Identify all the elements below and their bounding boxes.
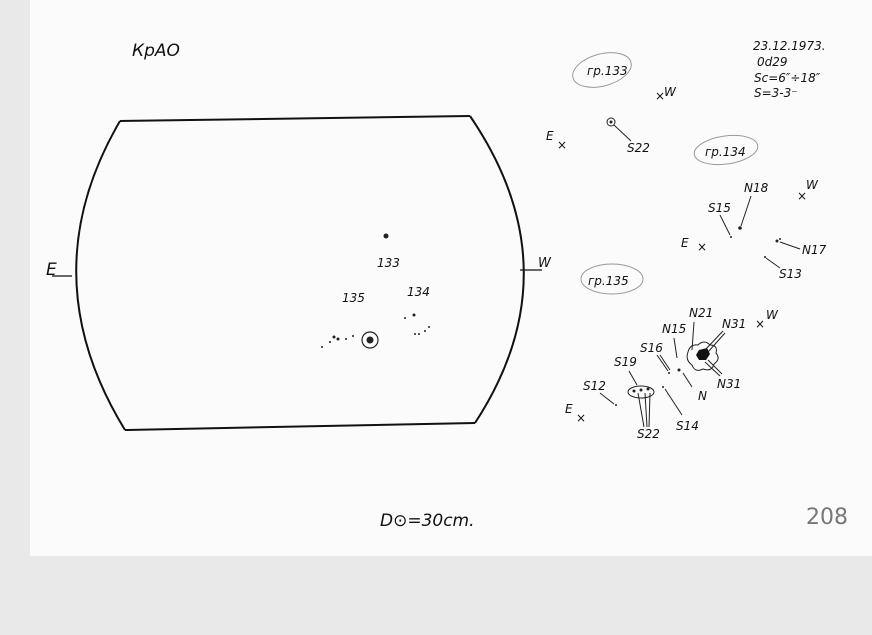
quality-value: S=3-3⁻ xyxy=(754,86,798,100)
spot-label: N31 xyxy=(722,317,746,331)
spot-label: N xyxy=(698,389,707,403)
spot-label: S22 xyxy=(637,427,660,441)
observatory-label: КрАО xyxy=(132,41,180,61)
group-133-east: E xyxy=(546,129,554,143)
spot-label: S14 xyxy=(676,419,699,433)
spots-134 xyxy=(404,313,430,335)
group-134-west: W xyxy=(806,178,819,192)
disk-diameter: D⊙=30cm. xyxy=(380,511,475,531)
spot-label: N21 xyxy=(689,306,713,320)
group-135-detail: гр.135 × W E × S12 S19 S22 S16 N15 N21 N… xyxy=(565,263,779,441)
spot-label: S12 xyxy=(583,379,606,393)
paper xyxy=(30,0,872,556)
group-133-west: W xyxy=(664,85,677,99)
disk-label-134: 134 xyxy=(407,285,430,299)
disk-east-label: E xyxy=(46,260,57,280)
disk-label-133: 133 xyxy=(377,256,400,270)
seeing-value: Sc=6″÷18″ xyxy=(754,71,821,85)
spot-label: S22 xyxy=(627,141,650,155)
spot-133 xyxy=(383,233,389,239)
spot-label: N15 xyxy=(662,322,686,336)
spot-label: S15 xyxy=(708,201,731,215)
disk-west-label: W xyxy=(538,256,552,271)
svg-text:×: × xyxy=(797,189,807,203)
disk-label-135: 135 xyxy=(342,291,365,305)
observation-date: 23.12.1973. xyxy=(753,39,826,53)
group-135-east: E xyxy=(565,402,573,416)
spots-135 xyxy=(321,331,379,349)
group-134-east: E xyxy=(681,236,689,250)
group-135-title: гр.135 xyxy=(588,274,629,288)
spot-label: S19 xyxy=(614,355,637,369)
svg-text:×: × xyxy=(755,317,765,331)
group-135-west: W xyxy=(766,308,779,322)
svg-text:×: × xyxy=(576,411,586,425)
group-134-title: гр.134 xyxy=(705,145,746,159)
spot-label: S13 xyxy=(779,267,802,281)
spot-label: N18 xyxy=(744,181,769,195)
group-134-detail: гр.134 × W E × S15 N18 N17 S13 xyxy=(681,134,827,281)
svg-text:×: × xyxy=(557,138,567,152)
observation-time: 0d29 xyxy=(757,55,788,69)
svg-text:×: × xyxy=(655,89,665,103)
spot-label: N31 xyxy=(717,377,741,391)
group-133-title: гр.133 xyxy=(587,64,628,78)
solar-disk-outline xyxy=(52,115,542,431)
group-133-detail: гр.133 × W E × S22 xyxy=(546,52,677,155)
svg-text:×: × xyxy=(697,240,707,254)
spot-label: N17 xyxy=(802,243,827,257)
page-number: 208 xyxy=(806,505,848,530)
spot-label: S16 xyxy=(640,341,663,355)
